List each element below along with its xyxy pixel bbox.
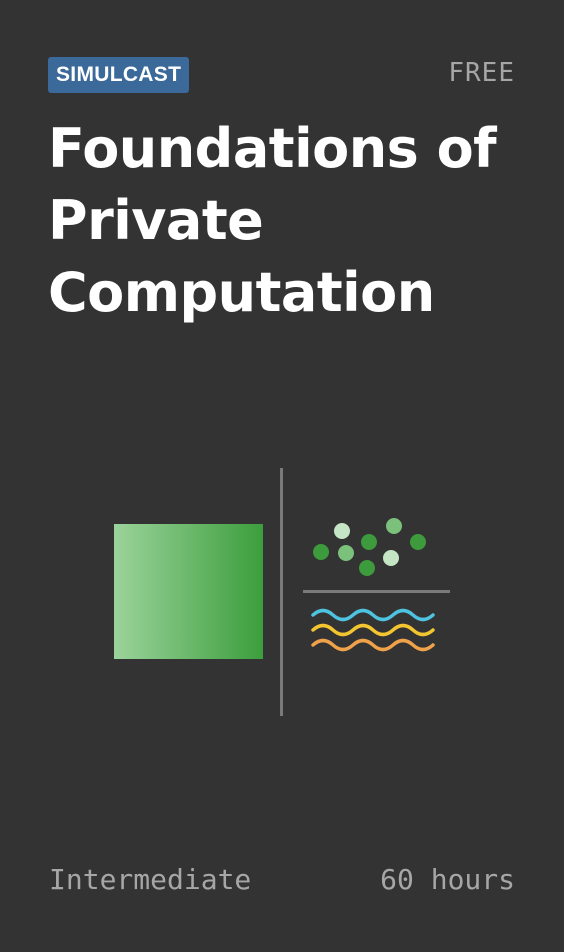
- horizontal-divider: [303, 590, 450, 593]
- price-label: FREE: [448, 58, 515, 88]
- simulcast-badge: SIMULCAST: [48, 57, 190, 93]
- vertical-divider: [280, 468, 283, 716]
- course-level: Intermediate: [49, 863, 252, 896]
- dots-cluster-icon: [313, 518, 426, 576]
- course-title[interactable]: Foundations of Private Computation: [48, 117, 497, 324]
- waves-icon: [311, 608, 435, 652]
- private-computation-illustration: [114, 468, 450, 716]
- data-block-icon: [114, 524, 263, 659]
- course-duration: 60 hours: [380, 863, 515, 896]
